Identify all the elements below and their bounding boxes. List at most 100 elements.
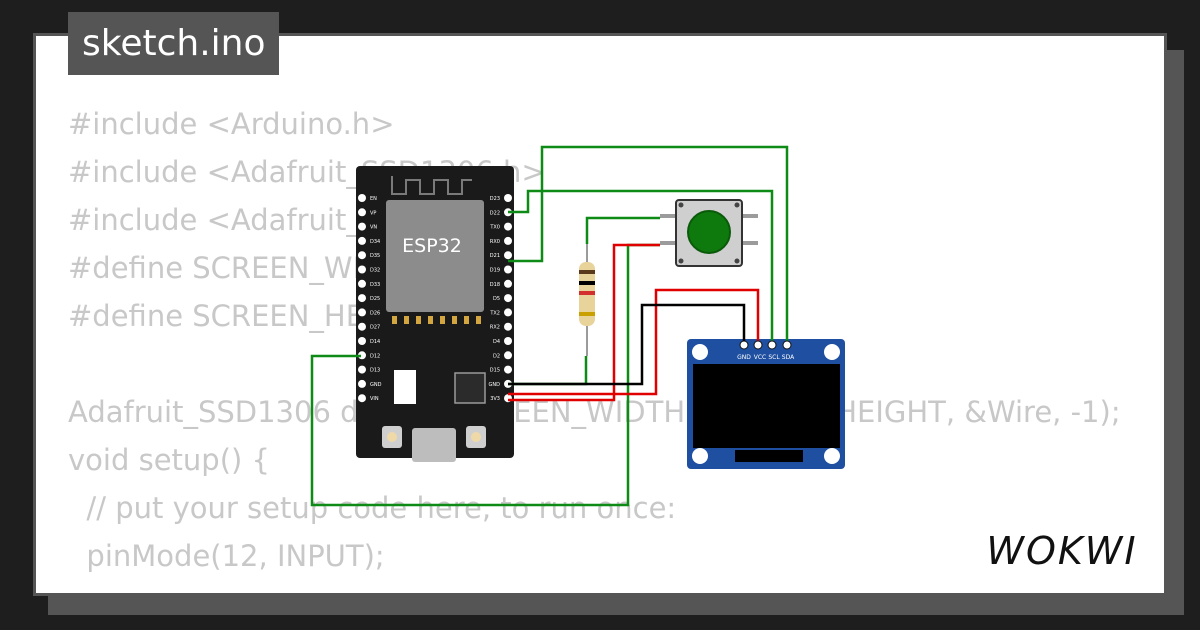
boot-button-cap [387,432,397,442]
esp32-left-pin[interactable] [358,251,366,260]
wire-scl[interactable] [508,189,774,344]
wire-resistor-low[interactable] [508,356,588,386]
esp32-left-pin[interactable] [358,194,366,202]
esp32-right-pin-label: D21 [490,253,500,259]
esp32-left-pin-label: VIN [370,396,379,402]
esp32-right-pin[interactable] [504,279,512,288]
esp32-right-pin[interactable] [504,194,512,202]
esp32-left-pin-label: D25 [370,296,380,302]
esp32-right-pin-label: D2 [493,353,500,359]
wokwi-logo-text: WOKWI [986,529,1137,573]
esp32-left-pin[interactable] [358,222,366,231]
esp32-right-pin-label: D4 [493,339,500,345]
usb-chip [454,372,486,404]
usb-port [412,428,456,462]
esp32-left-pin-label: D33 [370,282,380,288]
esp32-left-pin-label: D26 [370,310,380,316]
esp32-left-pin-label: VN [370,225,377,231]
esp32-left-pin[interactable] [358,294,366,303]
esp32-right-pin-label: TX0 [489,225,500,231]
esp32-board[interactable]: ESP32 ENVPVND34D35D32D33D25D26D27D14D12D… [356,166,514,462]
antenna-trace [391,176,472,195]
esp32-left-pin[interactable] [358,308,366,317]
esp32-right-pin-label: RX0 [490,239,500,245]
esp32-left-pin-label: D34 [370,239,380,245]
resistor-band [579,270,595,274]
esp32-right-pin-label: D22 [490,210,500,216]
esp32-left-pin-label: D32 [370,268,380,274]
esp32-right-pin-label: D19 [490,268,500,274]
esp32-right-pin[interactable] [504,322,512,331]
esp32-left-pin[interactable] [358,279,366,288]
esp32-left-pin[interactable] [358,351,366,360]
esp32-right-pin-label: D5 [493,296,500,302]
esp32-right-pin[interactable] [504,351,512,360]
esp32-right-pin[interactable] [504,337,512,345]
esp32-right-pin-label: RX2 [490,325,500,331]
esp32-left-pin-label: D14 [370,339,380,345]
code-line: pinMode(12, INPUT); [68,539,385,573]
esp32-right-pin-label: D15 [490,368,500,374]
reset-button-cap [471,432,481,442]
esp32-right-pin[interactable] [504,265,512,274]
wire-vcc[interactable] [508,288,760,396]
esp32-left-pin-label: EN [370,196,377,202]
pushbutton-cap[interactable] [687,210,731,254]
wire-gnd[interactable] [508,303,746,386]
esp32-left-pin[interactable] [358,337,366,345]
file-tab[interactable]: sketch.ino [68,12,280,75]
oled-pin-label: VCC [754,354,766,361]
esp32-right-pin[interactable] [504,222,512,231]
esp32-left-pin-label: GND [370,382,382,388]
esp32-left-pin-label: D12 [370,353,380,359]
esp32-right-pin[interactable] [504,236,512,245]
oled-pin-headers [739,340,792,350]
wokwi-logo[interactable]: WOKWI [976,522,1148,578]
esp32-right-pin-label: 3V3 [490,396,500,402]
esp32-left-pin[interactable] [358,322,366,331]
esp32-left-pin[interactable] [358,265,366,274]
resistor[interactable] [579,244,595,356]
resistor-band [579,281,595,285]
esp32-label: ESP32 [402,235,462,257]
regulator [394,370,416,404]
esp32-left-pin-label: D13 [370,368,380,374]
esp32-right-pin[interactable] [504,308,512,317]
esp32-right-pin-label: TX2 [489,310,500,316]
oled-display[interactable]: GND VCC SCL SDA [687,339,845,469]
code-line: void setup() { [68,443,270,477]
oled-pin-label: GND [737,354,751,361]
project-card[interactable] [33,33,1167,596]
esp32-left-pin[interactable] [358,394,366,403]
esp32-left-pin[interactable] [358,379,366,388]
wires [310,145,789,507]
esp32-left-pin-label: D27 [370,325,380,331]
wire-resistor-button[interactable] [585,216,660,244]
esp32-right-pin-label: D18 [490,282,500,288]
resistor-band [579,312,595,316]
pushbutton[interactable] [660,199,758,267]
esp32-left-pin[interactable] [358,365,366,374]
esp32-right-pin[interactable] [504,365,512,374]
esp32-right-pin[interactable] [504,294,512,303]
resistor-band [579,291,595,295]
wire-sda[interactable] [508,145,789,344]
oled-pin-label: SCL [768,354,780,361]
oled-screen [693,364,840,448]
code-preview: #include <Arduino.h>#include <Adafruit_S… [68,100,1121,580]
esp32-left-pin[interactable] [358,236,366,245]
esp32-right-pin[interactable] [504,251,512,260]
esp32-left-pin[interactable] [358,208,366,217]
code-line: #include <Arduino.h> [68,107,395,141]
code-line: // put your setup code here, to run once… [68,491,677,525]
module-pads [392,316,481,324]
oled-pin-label: SDA [782,354,795,361]
esp32-right-pin-label: GND [489,382,501,388]
esp32-left-pin-label: VP [370,210,376,216]
esp32-module [386,200,484,312]
wire-3v3-button[interactable] [508,243,660,402]
esp32-right-pin-label: D23 [490,196,500,202]
esp32-left-pin-label: D35 [370,253,380,259]
